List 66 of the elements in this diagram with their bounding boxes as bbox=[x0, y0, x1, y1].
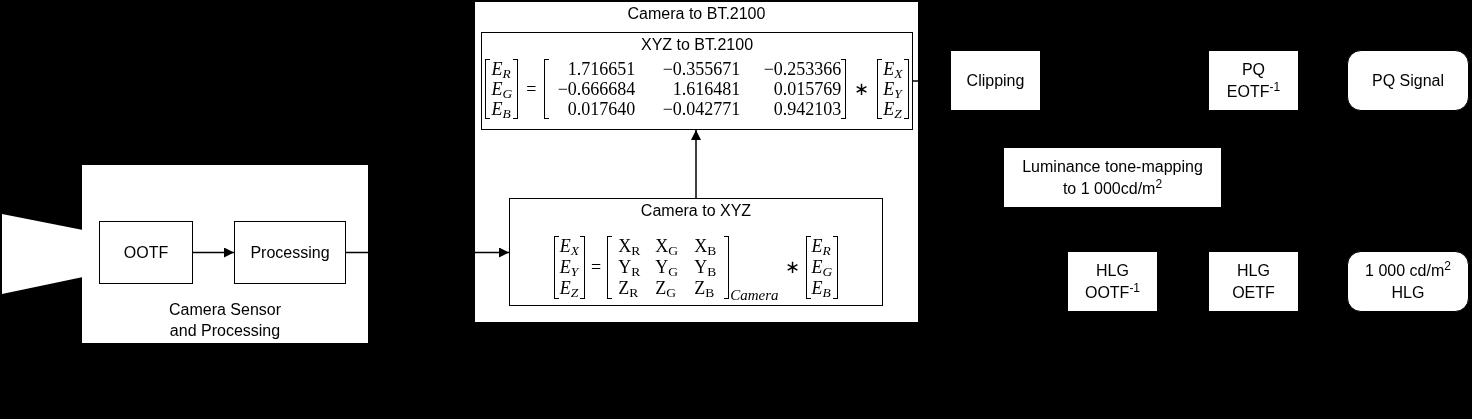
equals-sign: = bbox=[526, 79, 537, 99]
vector-entry: E$_{G}$ bbox=[811, 257, 833, 278]
process-box bbox=[1208, 251, 1299, 312]
matrix-entry: Z$_{R}$ bbox=[618, 278, 640, 299]
camera-lens-shape bbox=[2, 214, 83, 294]
equation-box bbox=[509, 198, 883, 306]
matrix-entry: Y$_{R}$ bbox=[618, 257, 642, 278]
process-box bbox=[950, 50, 1041, 111]
matrix-subscript: Camera bbox=[729, 288, 779, 303]
equation-box bbox=[481, 32, 913, 130]
arrow bbox=[345, 247, 510, 258]
vector-entry: E$_{Y}$ bbox=[559, 257, 579, 278]
vector-entry: E$_{R}$ bbox=[491, 59, 512, 79]
matrix-entry: 0.942103 bbox=[772, 99, 842, 119]
matrix-entry: X$_{G}$ bbox=[655, 236, 679, 257]
terminal-box bbox=[1347, 50, 1469, 111]
box-label: Processing bbox=[250, 242, 330, 263]
matrix-entry: Y$_{G}$ bbox=[655, 257, 679, 278]
box-title: XYZ to BT.2100 bbox=[640, 35, 754, 55]
process-box bbox=[1067, 251, 1158, 312]
box-label: HLG OETF bbox=[1231, 260, 1276, 303]
matrix-entry: −0.355671 bbox=[661, 59, 741, 79]
arrow bbox=[691, 129, 701, 199]
panel-caption: Camera Sensor and Processing bbox=[167, 300, 282, 341]
matrix-entry: 1.716651 bbox=[566, 59, 636, 79]
matrix-entry: 0.017640 bbox=[566, 99, 636, 119]
vector-entry: E$_{B}$ bbox=[491, 99, 512, 119]
matrix-entry: 0.015769 bbox=[772, 79, 842, 99]
box-label: Clipping bbox=[966, 70, 1025, 91]
vector-entry: E$_{X}$ bbox=[559, 236, 579, 257]
terminal-box bbox=[1347, 251, 1469, 312]
box-label: Luminance tone-mapping to 1 000cd/m$^{2}$ bbox=[1021, 156, 1204, 199]
box-label: PQ EOTF$^{-1}$ bbox=[1225, 59, 1282, 102]
box-label: OOTF bbox=[123, 242, 169, 263]
matrix-entry: X$_{R}$ bbox=[618, 236, 642, 257]
equals-sign: = bbox=[591, 257, 602, 278]
panel-title: Camera to BT.2100 bbox=[627, 4, 766, 24]
box-label: 1 000 cd/m$^{2}$ HLG bbox=[1364, 259, 1452, 303]
connector-line bbox=[912, 80, 919, 82]
box-label: PQ Signal bbox=[1371, 70, 1444, 91]
process-box bbox=[234, 221, 346, 284]
vector-entry: E$_{Y}$ bbox=[883, 79, 903, 99]
matrix-entry: Y$_{B}$ bbox=[694, 257, 718, 278]
process-box bbox=[99, 221, 193, 284]
multiplication-sign: ∗ bbox=[784, 257, 800, 278]
matrix-entry: 1.616481 bbox=[671, 79, 741, 99]
box-title: Camera to XYZ bbox=[640, 201, 752, 221]
matrix-entry: −0.666684 bbox=[556, 79, 636, 99]
vector-entry: E$_{B}$ bbox=[811, 278, 832, 299]
group-panel bbox=[82, 165, 368, 343]
multiplication-sign: ∗ bbox=[854, 79, 870, 99]
vector-entry: E$_{G}$ bbox=[491, 79, 513, 99]
matrix-entry: −0.253366 bbox=[762, 59, 842, 79]
vector-entry: E$_{X}$ bbox=[883, 59, 903, 79]
vector-entry: E$_{Z}$ bbox=[883, 99, 903, 119]
process-box bbox=[1003, 147, 1222, 208]
vector-entry: E$_{R}$ bbox=[811, 236, 832, 257]
box-label: HLG OOTF$^{-1}$ bbox=[1083, 260, 1142, 303]
vector-entry: E$_{Z}$ bbox=[559, 278, 579, 299]
matrix-entry: −0.042771 bbox=[661, 99, 741, 119]
group-panel bbox=[475, 2, 918, 322]
process-box bbox=[1208, 50, 1299, 111]
matrix-entry: Z$_{G}$ bbox=[655, 278, 677, 299]
arrow bbox=[192, 247, 235, 258]
matrix-entry: X$_{B}$ bbox=[694, 236, 718, 257]
matrix-entry: Z$_{B}$ bbox=[694, 278, 716, 299]
